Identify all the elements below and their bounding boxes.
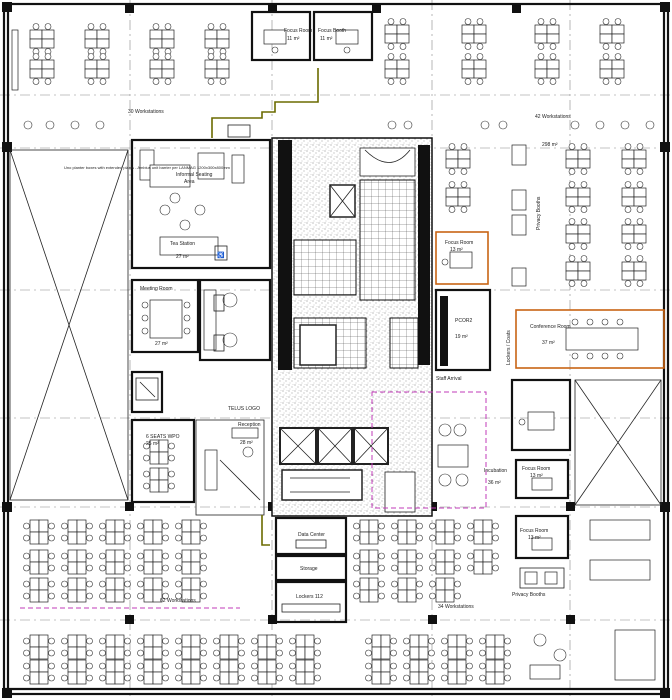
reception-label: Reception [238,422,261,428]
olive-partition-lower [261,515,270,546]
planter-note: Uno planter boxes with extended plants -… [64,165,231,170]
pcor2-room: PCOR2 19 m² [434,288,492,372]
seats-wpo-label: 6 SEATS WPO [146,434,180,440]
focus-room-top: Focus Room 11 m² [250,10,312,62]
seats-wpo-room: 6 SEATS WPO 25 m² [130,418,196,504]
storage-label: Storage [300,566,318,572]
focus-room-4-label: Focus Room [520,528,548,534]
focus-room-4: Focus Room 13 m² [514,514,570,560]
reception-area-label: 28 m² [240,440,253,446]
workstations-top-left: 30 Workstations [11,23,230,130]
informal-seating-label: Informal Seating [176,172,213,178]
focus-room-3-area: 13 m² [530,473,543,479]
focus-booth-top: Focus Booth 11 m² [312,10,374,62]
focus-room-3: Focus Room 13 m² [514,458,570,500]
reception-area: TELUS LOGO Reception 28 m² [195,406,265,516]
focus-room-2-label: Focus Room [445,240,473,246]
focus-room-4-area: 13 m² [528,535,541,541]
meeting-room-area: 27 m² [155,341,168,347]
focus-room-2-area: 13 m² [450,247,463,253]
atrium-void-west [9,149,129,501]
zone-label-42-workstations: 42 Workstations [535,114,571,120]
data-center-label: Data Center [298,532,325,538]
focus-room-3-label: Focus Room [522,466,550,472]
phone-booths-left [198,278,272,362]
incubation-label: Incubation [484,468,507,474]
tea-station-area: 27 m² [176,254,189,260]
tea-station-label: Tea Station [170,241,195,247]
privacy-booths-2-label: Privacy Booths [512,592,546,598]
pcor2-label: PCOR2 [455,318,472,324]
informal-seating-area: Informal Seating Area Tea Station 27 m² … [130,138,272,270]
atrium-void-east [574,379,662,506]
small-meeting-right [510,378,572,452]
svg-text:♿: ♿ [217,251,225,259]
zone-label-62-workstations: 62 Workstations [160,598,196,604]
lockers-label: Lockers 112 [296,594,323,600]
lockers-coats-label: Lockers / Coats [506,330,512,365]
meeting-room-label: Meeting Room [140,286,173,292]
meeting-room: Meeting Room 27 m² [130,278,200,354]
focus-room-1-area: 11 m² [287,36,300,42]
focus-booth-label: Focus Booth [318,28,346,34]
zone-label-30-workstations: 30 Workstations [128,109,164,115]
workstations-bottom-right: 34 Workstations [353,519,656,685]
building-core [271,137,433,517]
utility-room [130,370,164,414]
privacy-booths-label: Privacy Booths [536,196,542,230]
zone-label-34-workstations: 34 Workstations [438,604,474,610]
incubation-area-label: 36 m² [488,480,501,486]
workstations-bottom-left: 62 Workstations [20,519,321,685]
focus-booth-area: 11 m² [320,36,333,42]
lockers-room: Lockers 112 [274,580,348,624]
informal-seating-sub: Area [184,179,195,185]
area-298-label: 298 m² [542,142,558,148]
workstations-right-middle: 298 m² Privacy Booths [445,142,647,287]
workstations-top-middle: 42 Workstations [384,18,655,130]
conference-room: Conference Room 37 m² [515,309,665,369]
staff-arrival-label: Staff Arrival [436,376,461,382]
olive-partition [211,68,319,138]
pcor2-area: 19 m² [455,334,468,340]
data-center: Data Center [274,516,348,556]
focus-room-2: Focus Room 13 m² [435,231,489,285]
telus-logo-label: TELUS LOGO [228,406,260,412]
incubation-area: Incubation 36 m² [371,391,507,509]
focus-room-1-label: Focus Room [284,28,312,34]
conference-room-area: 37 m² [542,340,555,346]
privacy-booths-lower: Privacy Booths [512,567,565,598]
storage-room: Storage [274,554,348,582]
conference-room-label: Conference Room [530,324,571,330]
seats-wpo-area: 25 m² [146,441,159,447]
